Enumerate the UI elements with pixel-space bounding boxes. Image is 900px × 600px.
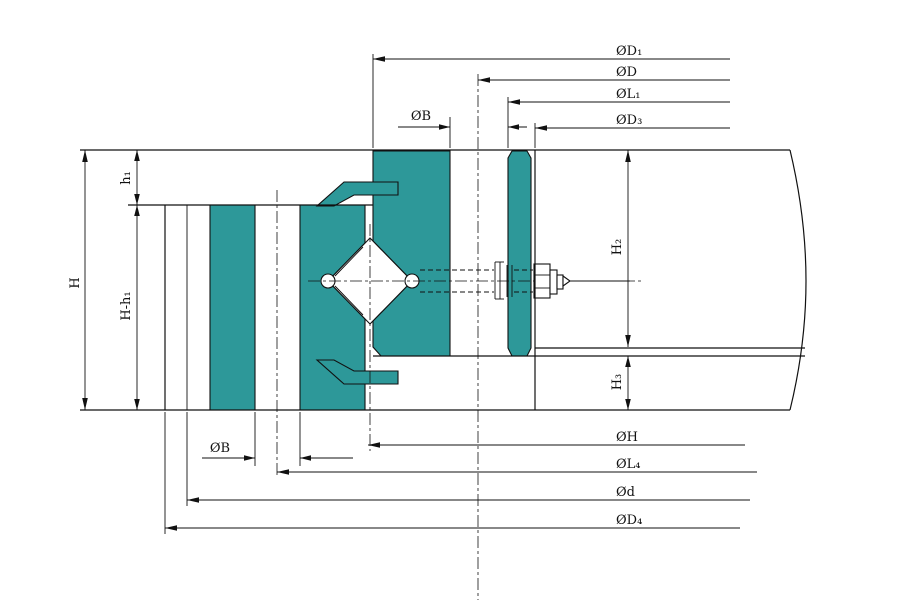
- label-h-minus-h1: H-h₁: [119, 291, 134, 320]
- grease-nipple: [533, 263, 630, 299]
- seal-lip-bottom: [315, 359, 399, 385]
- seal-lip-top: [315, 181, 399, 207]
- ring-curvature-break-arc: [789, 149, 807, 411]
- roller-edge-line-2: [334, 285, 364, 316]
- label-od: ØD: [616, 65, 637, 80]
- grease-passage: [420, 261, 630, 300]
- roller-edge-line-1: [334, 246, 364, 277]
- bottom-dimensions: [164, 412, 757, 534]
- dimension-labels: ØD₁ ØD ØL₁ ØD₃ ØB ØH ØL₄ Ød ØD₄ ØB H h₁ …: [68, 44, 642, 528]
- label-h3: H₃: [610, 374, 625, 391]
- right-dimensions: [625, 150, 631, 410]
- label-ol4: ØL₄: [616, 457, 641, 472]
- label-h1-step: h₁: [119, 171, 134, 185]
- label-od1: ØD₁: [616, 44, 642, 59]
- label-oh: ØH: [616, 430, 638, 445]
- label-ob-top: ØB: [411, 109, 431, 124]
- left-dimensions: [82, 150, 140, 410]
- label-h-total: H: [68, 277, 83, 288]
- outer-ring-left-section: [209, 204, 256, 411]
- label-ol1: ØL₁: [616, 87, 641, 102]
- label-od3: ØD₃: [616, 113, 642, 128]
- label-ob-bottom: ØB: [210, 441, 230, 456]
- label-od-small: Ød: [616, 485, 635, 500]
- grease-plug-marks: [494, 261, 513, 300]
- inner-ring-narrow-section: [507, 150, 532, 357]
- top-dimensions: [372, 54, 730, 148]
- label-od4: ØD₄: [616, 513, 642, 528]
- label-h2: H₂: [610, 239, 625, 256]
- structure-lines: [80, 149, 807, 411]
